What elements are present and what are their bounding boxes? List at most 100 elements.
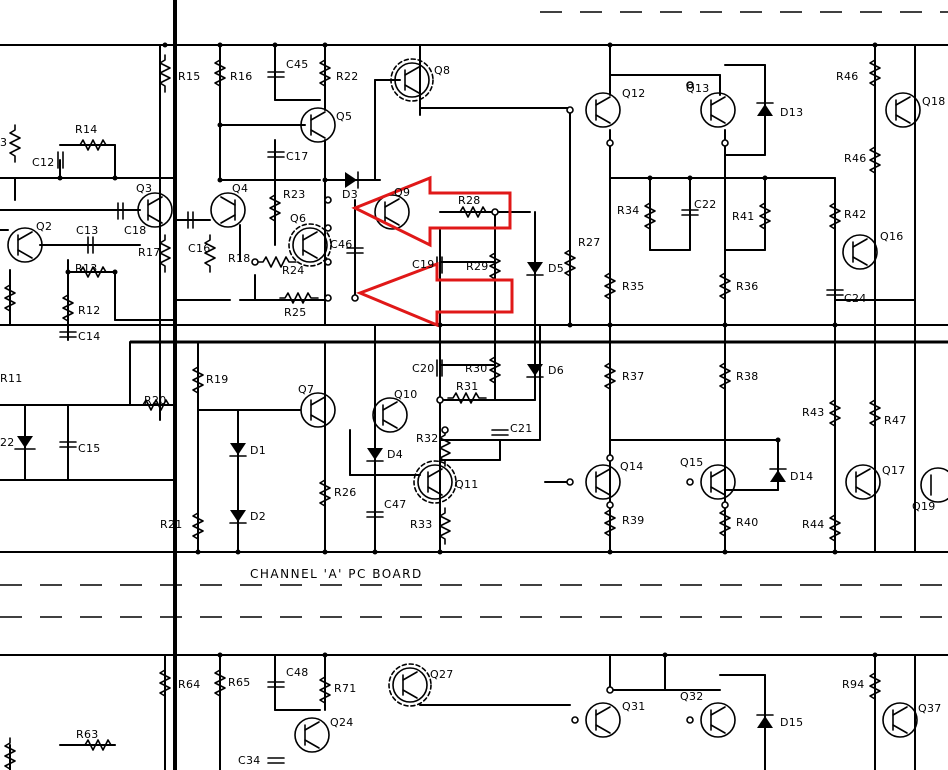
label-c45: C45	[286, 58, 309, 71]
resistor-r20	[137, 399, 176, 411]
label-d1: D1	[250, 444, 266, 457]
label-c13: C13	[76, 224, 99, 237]
label-c47: C47	[384, 498, 407, 511]
label-r19: R19	[206, 373, 229, 386]
transistor-q15	[700, 464, 736, 500]
resistor-r30	[489, 351, 501, 389]
resistor-r32	[439, 429, 451, 467]
resistor-r12	[62, 289, 74, 327]
label-q4: Q4	[232, 182, 248, 195]
diode-d4	[366, 448, 384, 462]
label-r26: R26	[334, 486, 357, 499]
label-q5: Q5	[336, 110, 352, 123]
label-r24: R24	[282, 264, 305, 277]
capacitor-c45	[267, 71, 285, 78]
resistor-r16	[214, 54, 226, 93]
label-r39: R39	[622, 514, 645, 527]
resistor-r40	[719, 504, 731, 542]
resistor-r33	[439, 507, 451, 545]
label-r41: R41	[732, 210, 755, 223]
diode-d3	[345, 171, 359, 189]
capacitor-c47	[366, 511, 384, 518]
capacitor-c12	[57, 151, 64, 169]
diode-d2	[229, 510, 247, 524]
label-r20: R20	[144, 394, 167, 407]
capacitor-c17	[267, 151, 285, 158]
label-c18: C18	[124, 224, 147, 237]
label-r34: R34	[617, 204, 640, 217]
transistor-q5	[300, 107, 336, 143]
resistor-r26	[319, 474, 331, 512]
resistor-r22	[319, 54, 331, 93]
transistor-q2	[7, 227, 43, 263]
label-q14: Q14	[620, 460, 644, 473]
left-section	[0, 44, 211, 481]
label-r23: R23	[283, 188, 306, 201]
resistor-r34	[644, 197, 656, 235]
capacitor-c14	[59, 331, 77, 338]
transistor-q14	[585, 464, 621, 500]
resistor-r47	[869, 394, 881, 433]
label-d14: D14	[790, 470, 813, 483]
label-q18: Q18	[922, 95, 946, 108]
label-c46: C46	[330, 238, 353, 251]
label-q10: Q10	[394, 388, 418, 401]
label-r12: R12	[78, 304, 101, 317]
diode-symbols	[14, 102, 787, 728]
label-r31: R31	[456, 380, 479, 393]
resistor-r41	[759, 197, 771, 235]
center-wiring	[349, 44, 571, 553]
resistor-r19	[192, 361, 204, 399]
label-c12: C12	[32, 156, 55, 169]
label-q27: Q27	[430, 668, 454, 681]
resistor-r39	[604, 504, 616, 542]
label-r40: R40	[736, 516, 759, 529]
label-d22: 22	[0, 436, 15, 449]
label-r43: R43	[802, 406, 825, 419]
label-r71: R71	[334, 682, 357, 695]
transistor-q10	[372, 397, 408, 433]
label-r36: R36	[736, 280, 759, 293]
label-r21: R21	[160, 518, 183, 531]
label-d5: D5	[548, 262, 564, 275]
label-d2: D2	[250, 510, 266, 523]
capacitor-c24	[826, 289, 844, 296]
label-r37: R37	[622, 370, 645, 383]
resistor-r15	[159, 54, 171, 93]
resistor-r13	[74, 266, 113, 278]
label-r46: R46	[836, 70, 859, 83]
transistor-q8	[390, 58, 434, 102]
resistor-r25	[279, 292, 319, 304]
resistor-r27	[564, 244, 576, 283]
label-q17: Q17	[882, 464, 906, 477]
resistor-r71	[319, 671, 331, 709]
resistor-r37	[604, 357, 616, 395]
transistor-q7	[300, 392, 336, 428]
diode-d5	[526, 262, 544, 276]
label-r38: R38	[736, 370, 759, 383]
label-q11: Q11	[455, 478, 479, 491]
resistor-r64	[159, 664, 171, 703]
label-q16: Q16	[880, 230, 904, 243]
capacitor-c21	[491, 429, 509, 436]
label-c15: C15	[78, 442, 101, 455]
transistor-q9	[374, 194, 410, 230]
transistor-q31	[585, 702, 621, 738]
resistor-r11-left	[4, 279, 16, 317]
label-r16: R16	[230, 70, 253, 83]
label-q9: Q9	[394, 186, 410, 199]
resistor-r63	[79, 739, 116, 751]
resistor-r38	[719, 357, 731, 395]
label-r46b: R46	[844, 152, 867, 165]
diode-d14	[769, 468, 787, 482]
resistor-symbols	[4, 54, 881, 770]
label-q24: Q24	[330, 716, 354, 729]
diode-d6	[526, 364, 544, 378]
label-q15: Q15	[680, 456, 704, 469]
resistor-r42	[829, 197, 841, 235]
label-c48: C48	[286, 666, 309, 679]
annotation-arrow-lower	[355, 261, 514, 328]
label-r65: R65	[228, 676, 251, 689]
capacitor-c48	[267, 681, 285, 688]
